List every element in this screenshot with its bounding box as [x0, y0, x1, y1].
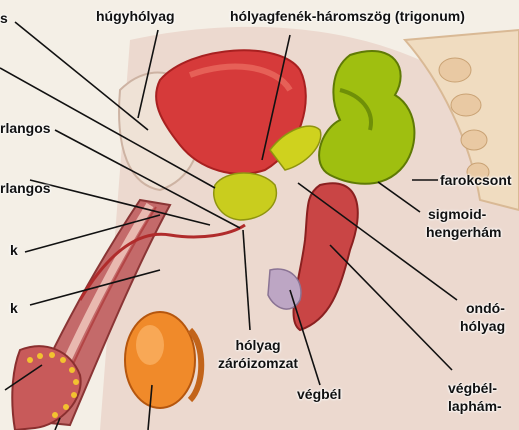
label-rlangos-1: rlangos	[0, 120, 51, 136]
label-seminal-vesicle-line2: hólyag	[460, 318, 505, 334]
label-rectum: végbél	[297, 386, 341, 402]
label-k-1: k	[10, 242, 18, 258]
label-sigmoid-line1: sigmoid-	[428, 206, 486, 222]
label-rectal-epithelium-line2: laphám-	[448, 398, 502, 414]
label-sigmoid-line2: hengerhám	[426, 224, 501, 240]
label-rlangos-2: rlangos	[0, 180, 51, 196]
label-rectal-epithelium-line1: végbél-	[448, 380, 497, 396]
testis	[125, 312, 195, 408]
label-coccyx: farokcsont	[440, 172, 512, 188]
label-k-2: k	[10, 300, 18, 316]
label-sphincter-line1: hólyag	[228, 337, 288, 353]
label-sphincter-line2: záróizomzat	[205, 355, 311, 371]
label-trigonum: hólyagfenék-háromszög (trigonum)	[230, 8, 465, 24]
label-bladder: húgyhólyag	[96, 8, 175, 24]
label-seminal-vesicle-line1: ondó-	[466, 300, 505, 316]
label-s-fragment: s	[0, 10, 8, 26]
